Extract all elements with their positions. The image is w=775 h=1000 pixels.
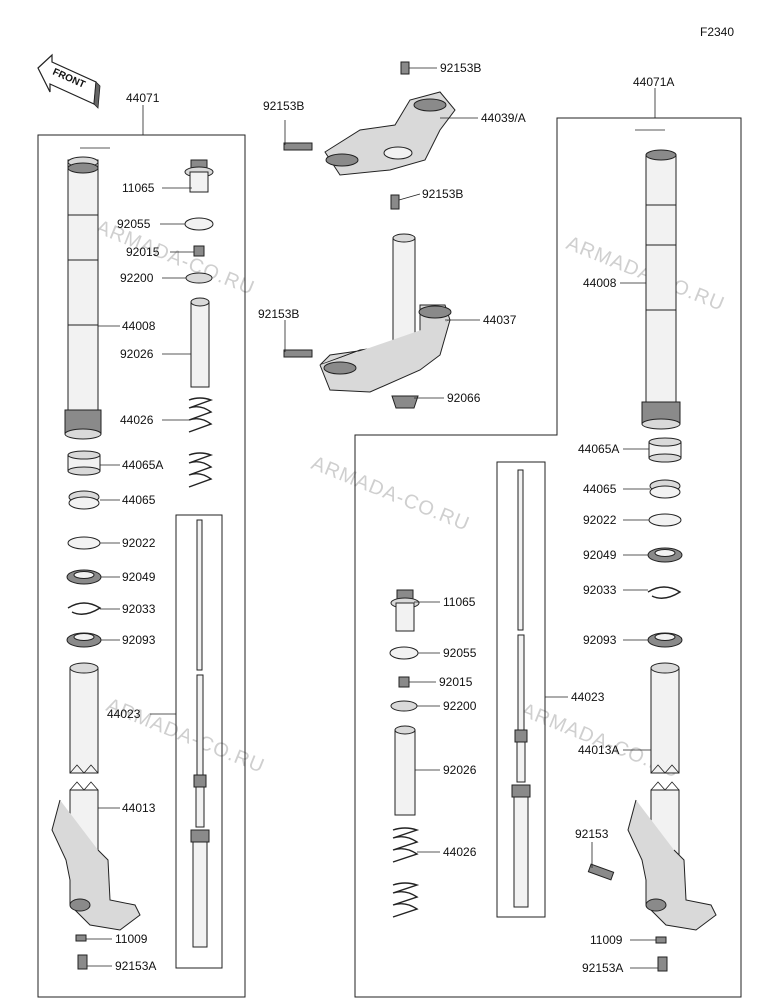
part-label-11065: 11065 xyxy=(122,181,155,195)
part-label-92015: 92015 xyxy=(126,245,160,259)
nut-92015-left xyxy=(193,245,205,257)
part-label-92200: 92200 xyxy=(443,699,477,713)
bushing-44065-right xyxy=(649,479,681,499)
bushing-44065a-right xyxy=(648,437,682,463)
nut-92015-right xyxy=(398,676,410,688)
part-label-44065: 44065 xyxy=(122,493,156,507)
part-label-92033: 92033 xyxy=(122,602,156,616)
left-cartridge-box xyxy=(175,514,223,969)
cartridge-44023-left xyxy=(190,519,210,948)
washer-92200-right xyxy=(390,700,418,712)
part-label-44008: 44008 xyxy=(122,319,156,333)
bushing-44065-left xyxy=(68,490,100,510)
part-label-44037: 44037 xyxy=(483,313,517,327)
part-label-92033: 92033 xyxy=(583,583,617,597)
part-label-44026: 44026 xyxy=(120,413,154,427)
inner-tube-44013-left xyxy=(51,662,141,931)
o-ring-92055-right xyxy=(389,646,419,660)
circlip-92033-right xyxy=(647,586,682,599)
part-label-92049: 92049 xyxy=(122,570,156,584)
part-label-92015: 92015 xyxy=(439,675,473,689)
part-label-92153b: 92153B xyxy=(263,99,304,113)
watermark: ARMADA-CO.RU xyxy=(563,232,728,316)
leader-lines xyxy=(86,67,658,969)
part-label-92153b: 92153B xyxy=(422,187,463,201)
upper-triple-clamp-44039 xyxy=(324,91,456,176)
right-fork-assembly-box xyxy=(354,117,742,998)
bolt-92153-right xyxy=(587,863,615,881)
part-label-11009: 11009 xyxy=(590,933,623,947)
front-arrow-icon: FRONT xyxy=(37,53,101,109)
part-label-44065a: 44065A xyxy=(122,458,163,472)
cap-bolt-11065-left xyxy=(184,159,214,193)
part-label-11009: 11009 xyxy=(115,932,148,946)
part-label-92153a: 92153A xyxy=(115,959,156,973)
part-label-92093: 92093 xyxy=(583,633,617,647)
part-label-92055: 92055 xyxy=(117,217,151,231)
inner-tube-44013a-right xyxy=(627,662,717,931)
washer-11009-right xyxy=(655,936,667,944)
bushing-44065a-left xyxy=(67,450,101,476)
right-cartridge-box xyxy=(496,461,546,918)
o-ring-92055-left xyxy=(184,217,214,231)
oil-seal-92049-left xyxy=(66,569,102,585)
dust-seal-92093-right xyxy=(647,632,683,648)
bolt-92153b-top xyxy=(400,61,410,75)
part-label-92153b: 92153B xyxy=(258,307,299,321)
washer-92022-right xyxy=(648,513,682,527)
part-label-44013: 44013 xyxy=(122,801,156,815)
part-label-11065: 11065 xyxy=(443,595,476,609)
washer-92200-left xyxy=(185,272,213,284)
part-label-44071a: 44071A xyxy=(633,75,674,89)
part-label-44065a: 44065A xyxy=(578,442,619,456)
part-label-44026: 44026 xyxy=(443,845,477,859)
spring-44026-right xyxy=(392,827,420,918)
outer-tube-44008-right xyxy=(635,129,681,430)
part-label-92022: 92022 xyxy=(583,513,617,527)
part-label-92093: 92093 xyxy=(122,633,156,647)
dust-seal-92093-left xyxy=(66,632,102,648)
part-label-44039: 44039/A xyxy=(481,111,526,125)
part-label-92049: 92049 xyxy=(583,548,617,562)
left-fork-assembly-box xyxy=(37,134,246,998)
part-label-92022: 92022 xyxy=(122,536,156,550)
part-label-44023: 44023 xyxy=(107,707,141,721)
part-label-92026: 92026 xyxy=(443,763,477,777)
spacer-92026-left xyxy=(190,297,210,388)
spring-44026-left xyxy=(188,397,214,488)
part-label-92153b: 92153B xyxy=(440,61,481,75)
part-label-92066: 92066 xyxy=(447,391,481,405)
oil-seal-92049-right xyxy=(647,547,683,563)
cartridge-44023-right xyxy=(511,469,531,908)
watermark: ARMADA-CO.RU xyxy=(308,452,473,536)
part-label-92200: 92200 xyxy=(120,271,154,285)
part-label-44008: 44008 xyxy=(583,276,617,290)
figure-code: F2340 xyxy=(700,25,734,39)
steering-stem-44037 xyxy=(319,194,452,393)
part-label-44065: 44065 xyxy=(583,482,617,496)
bolt-92153a-right xyxy=(657,956,668,972)
cap-bolt-11065-right xyxy=(390,589,420,632)
washer-92022-left xyxy=(67,536,101,550)
bolt-92153b-stem xyxy=(283,349,313,358)
part-label-92153: 92153 xyxy=(575,827,609,841)
part-label-92026: 92026 xyxy=(120,347,154,361)
part-label-44071: 44071 xyxy=(126,91,160,105)
washer-11009-left xyxy=(75,934,87,942)
outer-tube-44008-left xyxy=(64,147,110,440)
part-label-92055: 92055 xyxy=(443,646,477,660)
seal-92066 xyxy=(391,395,419,409)
bolt-92153a-left xyxy=(77,954,88,970)
part-label-92153a: 92153A xyxy=(582,961,623,975)
circlip-92033-left xyxy=(67,602,102,615)
part-label-44013a: 44013A xyxy=(578,743,619,757)
spacer-92026-right xyxy=(394,725,416,816)
bolt-92153b-clamp xyxy=(283,142,313,151)
part-label-44023: 44023 xyxy=(571,690,605,704)
